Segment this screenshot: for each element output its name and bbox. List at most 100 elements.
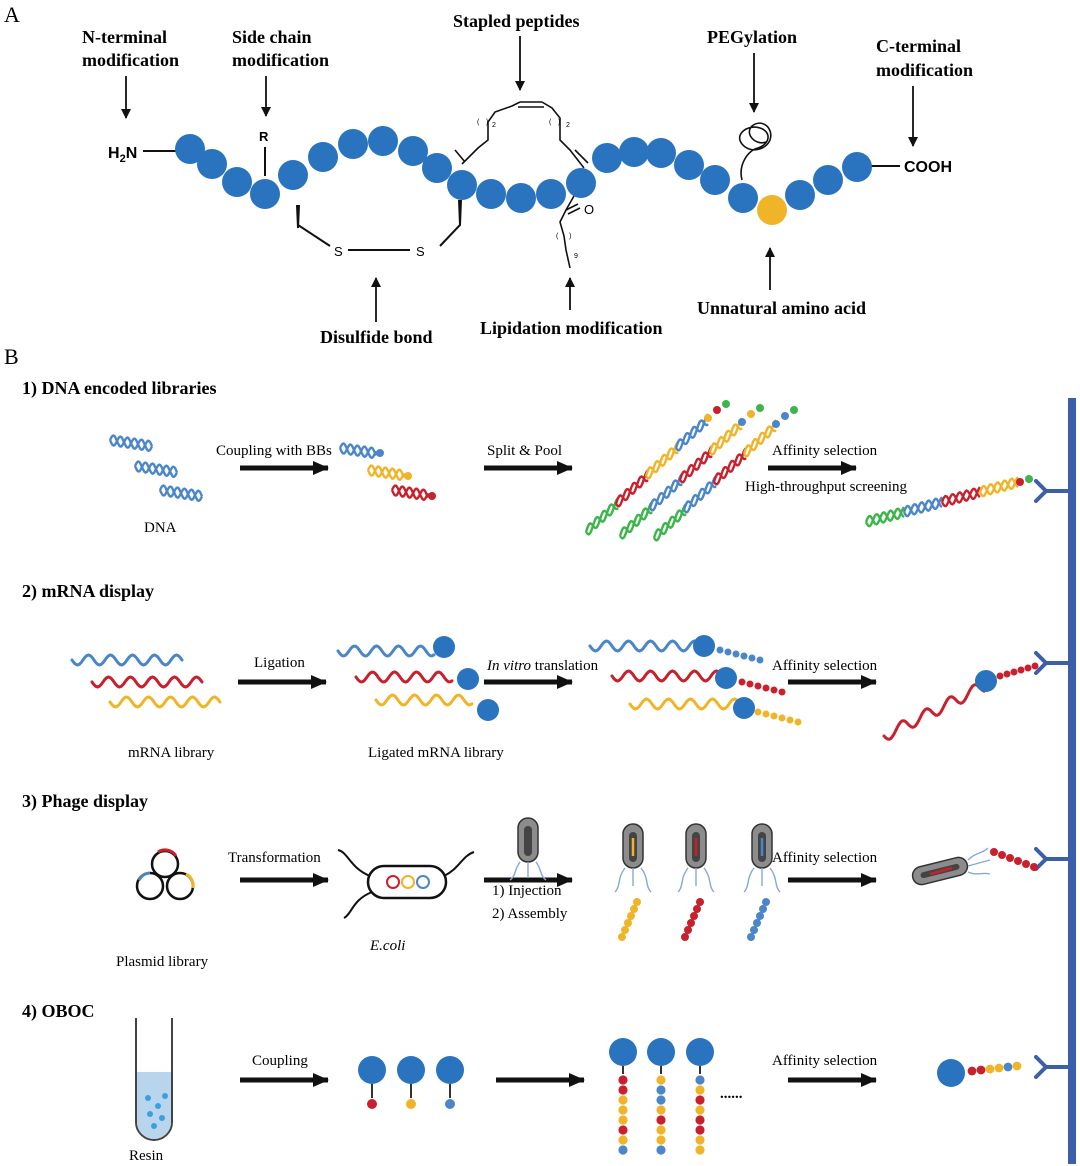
insert-segment — [137, 871, 151, 881]
amino-acid-bead — [785, 180, 815, 210]
peptide-bead — [656, 1075, 666, 1085]
svg-text:Side chain: Side chain — [232, 27, 312, 47]
helix-strand — [338, 443, 378, 459]
oboc-section — [135, 1018, 1022, 1155]
dna-helix — [742, 419, 777, 458]
peptide-bead — [618, 1115, 628, 1125]
displayed-peptide-bead — [696, 898, 704, 906]
insert-segment — [157, 848, 178, 857]
amino-acid-bead — [222, 167, 252, 197]
displayed-peptide-bead — [624, 919, 632, 927]
amino-acid-bead — [646, 138, 676, 168]
phage-section — [135, 817, 1038, 941]
helix-strand — [683, 481, 717, 514]
peptide-bead — [754, 708, 762, 716]
peptide-bead — [656, 1115, 666, 1125]
displayed-peptide-bead — [1006, 854, 1014, 862]
amino-acid-bead — [700, 165, 730, 195]
resin-liquid — [137, 1072, 171, 1139]
peptide-bead — [976, 1065, 986, 1075]
step-affinity-del: Affinity selection — [772, 443, 878, 459]
peptide-bead — [740, 652, 748, 660]
mrna-strand — [354, 670, 454, 684]
peptide-bead — [656, 1145, 666, 1155]
peptide-bead — [778, 688, 786, 696]
peptide-bead — [656, 1105, 666, 1115]
caption-resin: Resin — [129, 1148, 164, 1164]
building-block — [738, 418, 746, 426]
displayed-peptide-bead — [633, 898, 641, 906]
label-pegylation: PEGylation — [707, 27, 797, 47]
amino-acid-bead — [175, 134, 205, 164]
amino-acid-bead — [338, 129, 368, 159]
helix-strand — [679, 451, 713, 484]
peptide-bead — [724, 648, 732, 656]
helix-strand — [902, 497, 943, 516]
staple-linker — [454, 101, 589, 169]
helix-strand — [675, 419, 709, 452]
displayed-peptide-bead — [998, 851, 1006, 859]
dna-helix — [712, 447, 747, 486]
helix-strand — [338, 442, 378, 458]
building-block — [781, 412, 789, 420]
helix-strand — [713, 453, 747, 486]
caption-mrna-library: mRNA library — [128, 745, 215, 761]
helix-strand — [585, 503, 619, 536]
peptide-bead — [695, 1105, 705, 1115]
displayed-peptide-bead — [753, 919, 761, 927]
dna-helix — [584, 497, 619, 536]
step-in-vitro-translation: In vitro translation — [486, 658, 599, 674]
step-assembly: 2) Assembly — [492, 906, 568, 922]
panel-a-down-arrows — [121, 36, 918, 147]
helix-strand — [649, 479, 683, 512]
ellipsis: ...... — [720, 1086, 743, 1102]
amino-acid-bead — [592, 143, 622, 173]
phage-tail-fibers — [743, 867, 781, 893]
helix-strand — [158, 484, 204, 503]
peptide-bead — [1017, 666, 1025, 674]
amino-acid-bead — [536, 179, 566, 209]
displayed-peptide-bead — [750, 926, 758, 934]
displayed-peptide-bead — [762, 898, 770, 906]
helix-strand — [674, 413, 709, 449]
displayed-peptide-bead — [1014, 857, 1022, 865]
displayed-peptide-bead — [621, 926, 629, 934]
displayed-peptide-bead — [1022, 860, 1030, 868]
phage-tail-fibers — [677, 867, 715, 893]
svg-text:modification: modification — [232, 50, 329, 70]
amino-acid-bead — [422, 153, 452, 183]
receptor-arm — [1034, 651, 1070, 675]
mrna-strand — [70, 653, 184, 667]
dna-helix — [366, 464, 406, 481]
phage-tail-fibers — [614, 867, 652, 893]
helix-strand — [366, 464, 406, 480]
building-block — [1025, 475, 1033, 483]
displayed-peptide-bead — [630, 905, 638, 913]
puromycin-bead — [693, 635, 715, 657]
mrna-strand — [882, 683, 986, 741]
step-coupling: Coupling — [252, 1053, 308, 1069]
plasmid-small — [401, 875, 415, 889]
helix-strand — [652, 503, 687, 539]
h2n-label: H2N — [108, 145, 137, 165]
puromycin-bead — [733, 697, 755, 719]
helix-strand — [366, 465, 406, 481]
resin-bead — [937, 1059, 965, 1087]
svg-text:C-terminal: C-terminal — [876, 36, 961, 56]
resin-particle — [151, 1123, 157, 1129]
peptide-bead — [762, 684, 770, 692]
phage-core — [524, 826, 532, 856]
resin-particle — [162, 1093, 168, 1099]
helix-strand — [682, 475, 717, 511]
building-block — [772, 420, 780, 428]
helix-strand — [708, 417, 743, 453]
puromycin-bead — [477, 699, 499, 721]
peptide-bead — [695, 1135, 705, 1145]
displayed-peptide-bead — [627, 912, 635, 920]
label-lipidation: Lipidation modification — [480, 318, 663, 338]
peptide-bead-chain — [175, 126, 872, 225]
puromycin-bead — [433, 636, 455, 658]
section-title-oboc: 4) OBOC — [22, 1001, 95, 1022]
peptide-bead — [716, 646, 724, 654]
